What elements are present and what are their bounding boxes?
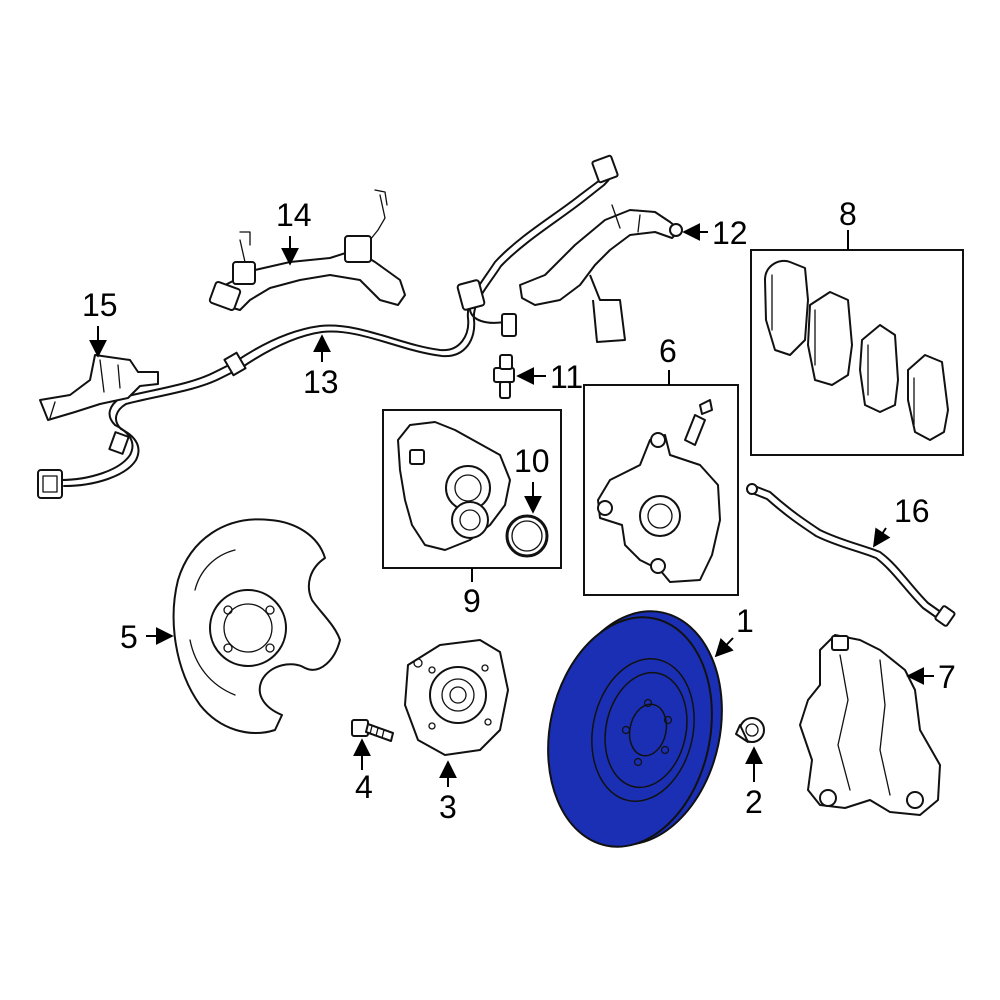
callout-15[interactable]: 15	[82, 287, 118, 323]
abs-sensor-part[interactable]	[493, 354, 515, 399]
callout-2[interactable]: 2	[745, 784, 763, 820]
wheel-hub-part[interactable]	[404, 639, 509, 756]
callout-labels: 1 2 3 4 5 6 7 8 9 10 11 12 13 14 15 16	[82, 196, 956, 825]
callout-12[interactable]: 12	[712, 215, 748, 251]
callout-11[interactable]: 11	[550, 359, 583, 395]
callout-9[interactable]: 9	[463, 583, 481, 619]
brake-rotor-part[interactable]	[528, 596, 743, 863]
callout-10[interactable]: 10	[514, 443, 550, 479]
callout-4[interactable]: 4	[355, 769, 373, 805]
callout-6[interactable]: 6	[659, 333, 677, 369]
callout-16[interactable]: 16	[894, 493, 930, 529]
o-ring-part[interactable]	[505, 514, 549, 558]
brake-pads-part[interactable]	[764, 260, 949, 441]
dust-shield-part[interactable]	[172, 518, 341, 734]
callout-14[interactable]: 14	[276, 197, 312, 233]
wiring-harness-part[interactable]	[37, 154, 619, 499]
sensor-bracket-part[interactable]	[39, 354, 159, 421]
harness-bracket-part[interactable]	[208, 189, 406, 311]
callout-3[interactable]: 3	[439, 789, 457, 825]
caliper-bracket-part[interactable]	[799, 634, 941, 816]
brake-hose-bracket-part[interactable]	[519, 204, 683, 343]
screw-part[interactable]	[735, 717, 765, 743]
brake-caliper-part[interactable]	[597, 399, 721, 583]
caliper-motor-part[interactable]	[397, 421, 511, 551]
callout-leaders	[89, 223, 934, 787]
callout-13[interactable]: 13	[303, 364, 339, 400]
callout-8[interactable]: 8	[839, 196, 857, 232]
callout-5[interactable]: 5	[120, 619, 138, 655]
brake-pads-box	[750, 249, 964, 456]
caliper-box	[583, 384, 739, 596]
bolt-part[interactable]	[351, 719, 394, 742]
callout-7[interactable]: 7	[938, 659, 956, 695]
callout-1[interactable]: 1	[736, 603, 754, 639]
brake-hose-part[interactable]	[746, 483, 956, 627]
